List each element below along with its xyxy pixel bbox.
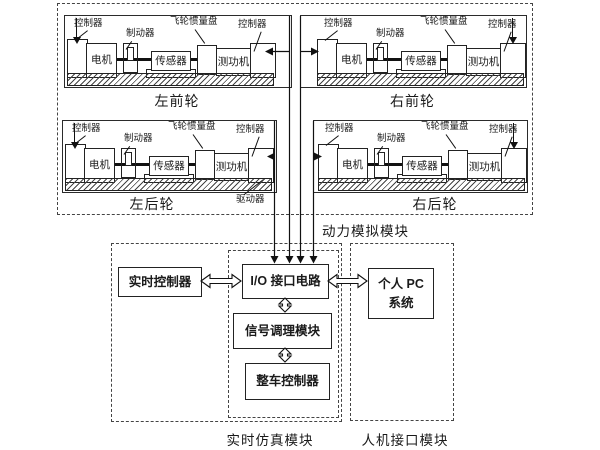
controller-label: 控制器 (324, 123, 355, 134)
signal-conditioning-text: 信号调理模块 (244, 323, 320, 338)
leader-line (444, 29, 456, 44)
brake-label: 制动器 (123, 133, 154, 144)
brake-caliper (378, 152, 385, 166)
realtime-sim-module-box (111, 243, 342, 422)
controller-label: 控制器 (235, 124, 266, 135)
realtime-controller-box: 实时控制器 (118, 267, 202, 297)
hmi-module-label: 人机接口模块 (361, 433, 449, 448)
controller-label: 控制器 (71, 123, 102, 134)
realtime-sim-module-label: 实时仿真模块 (226, 433, 314, 448)
brake-caliper (127, 47, 134, 61)
sensor-box: 传感器 (402, 156, 442, 176)
controller-label: 控制器 (487, 19, 518, 30)
sensor-box: 传感器 (149, 156, 189, 176)
flywheel-disc (197, 45, 217, 75)
brake-caliper (125, 152, 132, 166)
wheel-station-rear-right: 控制器 制动器 飞轮惯量盘 控制器 电机 传感器 测功机 (313, 120, 528, 193)
signal-down-arrow (71, 18, 82, 44)
station-label-front-right: 右前轮 (390, 93, 435, 109)
controller-label: 控制器 (237, 19, 268, 30)
flywheel-label: 飞轮惯量盘 (420, 121, 470, 132)
flywheel-label: 飞轮惯量盘 (167, 121, 217, 132)
power-sim-module-box (57, 3, 533, 215)
leader-line (194, 29, 206, 44)
station-label-rear-left: 左后轮 (129, 196, 175, 212)
ground-hatch (317, 73, 524, 86)
flywheel-label: 飞轮惯量盘 (169, 16, 219, 27)
motor-box: 电机 (84, 148, 115, 183)
station-components: 控制器 制动器 飞轮惯量盘 控制器 驱动器 电机 传感器 测功机 (65, 121, 274, 205)
vehicle-controller-text: 整车控制器 (256, 374, 319, 389)
sensor-box: 传感器 (401, 51, 441, 71)
pc-text-line1: 个人 PC (378, 276, 424, 291)
leader-line (192, 134, 204, 149)
controller-label: 控制器 (323, 18, 354, 29)
wheel-station-front-right: 控制器 制动器 飞轮惯量盘 控制器 电机 传感器 测功机 (300, 15, 527, 88)
signal-down-arrow (508, 123, 519, 149)
station-components: 控制器 制动器 飞轮惯量盘 控制器 电机 传感器 测功机 (318, 121, 527, 191)
station-components: 控制器 制动器 飞轮惯量盘 控制器 电机 传感器 测功机 (67, 16, 276, 86)
power-sim-module-label: 动力模拟模块 (322, 224, 409, 239)
realtime-controller-text: 实时控制器 (128, 274, 192, 289)
inner-core-box (228, 250, 339, 418)
dynamometer-box: 测功机 (216, 48, 251, 76)
vehicle-controller-box: 整车控制器 (245, 363, 330, 400)
ground-hatch (318, 178, 525, 191)
brake-label: 制动器 (375, 28, 406, 39)
signal-conditioning-box: 信号调理模块 (233, 313, 332, 349)
ground-hatch (67, 73, 274, 86)
signal-down-arrow (507, 18, 518, 44)
controller-label: 控制器 (488, 124, 519, 135)
dynamometer-box: 测功机 (214, 153, 249, 181)
dynamometer-box: 测功机 (467, 153, 502, 181)
dynamometer-box: 测功机 (466, 48, 501, 76)
hmi-module-box (350, 243, 454, 421)
flywheel-disc (447, 45, 467, 75)
brake-caliper (377, 47, 384, 61)
personal-pc-box: 个人 PC 系统 (368, 268, 434, 319)
flywheel-label: 飞轮惯量盘 (419, 16, 469, 27)
station-components: 控制器 制动器 飞轮惯量盘 控制器 电机 传感器 测功机 (317, 16, 526, 86)
motor-box: 电机 (337, 148, 368, 183)
io-interface-text: I/O 接口电路 (250, 274, 321, 289)
sensor-box: 传感器 (151, 51, 191, 71)
pc-text-line2: 系统 (388, 295, 414, 310)
driver-label: 驱动器 (235, 194, 266, 205)
leader-line (445, 134, 457, 149)
wheel-station-front-left: 控制器 制动器 飞轮惯量盘 控制器 电机 传感器 测功机 (64, 15, 292, 88)
brake-label: 制动器 (376, 133, 407, 144)
io-interface-box: I/O 接口电路 (242, 264, 329, 299)
controller-label: 控制器 (73, 18, 104, 29)
signal-down-arrow (69, 123, 80, 149)
brake-label: 制动器 (125, 28, 156, 39)
wheel-station-rear-left: 控制器 制动器 飞轮惯量盘 控制器 驱动器 电机 传感器 测功机 (62, 120, 277, 205)
station-label-front-left: 左前轮 (154, 93, 200, 109)
ground-hatch (65, 178, 272, 191)
flywheel-disc (448, 150, 468, 180)
flywheel-disc (195, 150, 215, 180)
station-label-rear-right: 右后轮 (412, 196, 458, 212)
